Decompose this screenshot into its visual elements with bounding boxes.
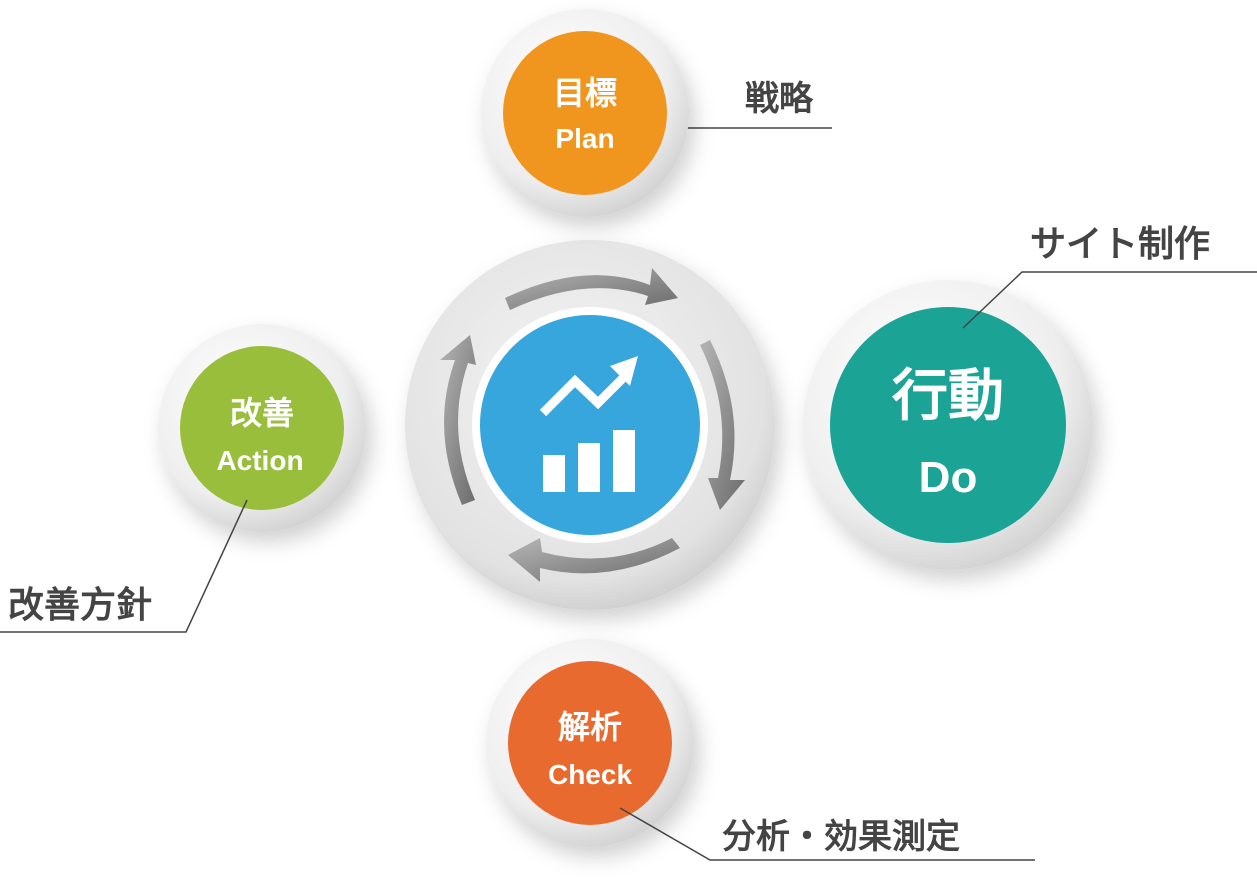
plan-en: Plan xyxy=(555,123,614,154)
center-circle xyxy=(480,315,700,535)
plan-jp: 目標 xyxy=(553,74,617,112)
growth-chart-icon xyxy=(539,356,638,492)
cycle-arrows-icon xyxy=(440,268,745,582)
center-cycle xyxy=(405,240,775,610)
stage-plan: 目標 Plan 戦略 xyxy=(481,9,832,217)
stage-action: 改善 Action 改善方針 xyxy=(0,324,366,633)
stage-check: 解析 Check 分析・効果測定 xyxy=(486,639,1035,861)
check-note: 分析・効果測定 xyxy=(722,817,960,857)
stage-do: 行動 Do サイト制作 xyxy=(803,224,1257,570)
plan-note: 戦略 xyxy=(745,79,814,119)
action-en: Action xyxy=(216,445,303,476)
action-jp: 改善 xyxy=(230,394,294,432)
do-en: Do xyxy=(919,453,978,502)
action-note: 改善方針 xyxy=(8,585,152,626)
do-jp: 行動 xyxy=(892,364,1004,429)
check-en: Check xyxy=(548,759,632,790)
check-jp: 解析 xyxy=(558,708,622,746)
do-note: サイト制作 xyxy=(1030,224,1210,265)
